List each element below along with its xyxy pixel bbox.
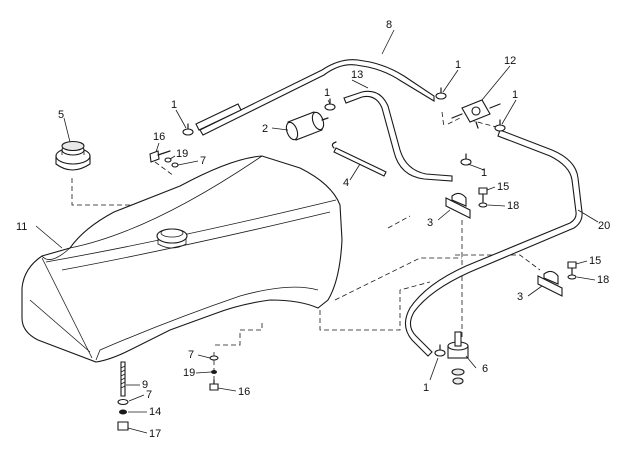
- bolt-15-lower: [567, 261, 577, 276]
- leader-lines: [35, 29, 599, 381]
- callout-1-lower: 1: [481, 167, 487, 179]
- callout-3-upper: 3: [427, 217, 433, 229]
- callout-11: 11: [16, 221, 27, 233]
- washer-18-upper: [478, 202, 488, 208]
- callout-1-left: 1: [171, 99, 177, 111]
- callouts: 8 1 12 13 1 1 1 5 2 16 19 7 1 4 15 18 3 …: [16, 19, 610, 440]
- washer-7-lower: [117, 398, 129, 406]
- washer-19-upper: [164, 157, 172, 163]
- hardware-leaders: [126, 142, 596, 434]
- callout-17: 17: [149, 428, 161, 440]
- callout-15-upper: 15: [497, 181, 509, 193]
- washer-7-mid: [209, 355, 219, 361]
- callout-4: 4: [343, 177, 349, 189]
- hose-clamp-1-bottom: [434, 344, 446, 357]
- callout-9: 9: [142, 379, 148, 391]
- hose-clamp-1-left: [182, 123, 194, 136]
- hose-clamp-1-mid: [324, 98, 336, 111]
- stud-9: [120, 361, 126, 397]
- callout-6: 6: [482, 363, 488, 375]
- callout-19-upper: 19: [176, 148, 188, 160]
- callout-16-upper: 16: [153, 131, 165, 143]
- fuel-line-stub: [195, 103, 242, 131]
- callout-18-lower: 18: [597, 274, 609, 286]
- bolt-16-lower: [209, 379, 219, 391]
- fuel-cap: [55, 140, 91, 171]
- callout-13: 13: [351, 69, 363, 81]
- callout-18-upper: 18: [507, 200, 519, 212]
- callout-8: 8: [386, 19, 392, 31]
- cable-tie: [331, 141, 387, 177]
- callout-14: 14: [149, 406, 161, 418]
- fuel-tank: [21, 155, 343, 363]
- callout-1-top: 1: [455, 59, 461, 71]
- bolt-15-upper: [478, 187, 488, 203]
- hose-clamp-3-lower: [537, 270, 563, 297]
- fuel-fitting: [447, 331, 469, 385]
- hose-clamp-3-upper: [445, 192, 471, 219]
- fuel-shutoff-valve: [451, 99, 501, 129]
- washer-18-lower: [567, 274, 577, 280]
- callout-2: 2: [262, 123, 268, 135]
- callout-7-mid: 7: [188, 349, 194, 361]
- callout-7-lower: 7: [146, 389, 152, 401]
- washer-7-upper: [171, 162, 179, 168]
- callout-1-right: 1: [512, 89, 518, 101]
- fuel-filter: [285, 111, 329, 141]
- callout-1-mid: 1: [324, 87, 330, 99]
- callout-5: 5: [58, 109, 64, 121]
- callout-15-lower: 15: [589, 255, 601, 267]
- callout-16-lower: 16: [238, 386, 250, 398]
- callout-12: 12: [504, 55, 516, 67]
- callout-19-lower: 19: [183, 367, 195, 379]
- callout-3-lower: 3: [517, 291, 523, 303]
- callout-7-upper: 7: [200, 155, 206, 167]
- nut-17: [117, 421, 129, 431]
- washer-19-lower: [211, 370, 217, 374]
- hose-clamp-1-right: [494, 119, 506, 132]
- callout-20: 20: [598, 220, 610, 232]
- bolt-16-upper: [149, 150, 171, 163]
- lockwasher-14: [119, 409, 127, 415]
- hose-clamp-1-top: [435, 87, 447, 100]
- fuel-line-13: [343, 90, 453, 182]
- hose-clamp-1-lower: [460, 153, 472, 166]
- callout-1-bottom: 1: [423, 382, 429, 394]
- fuel-line-20: [404, 129, 583, 357]
- fuel-line-8: [199, 59, 435, 136]
